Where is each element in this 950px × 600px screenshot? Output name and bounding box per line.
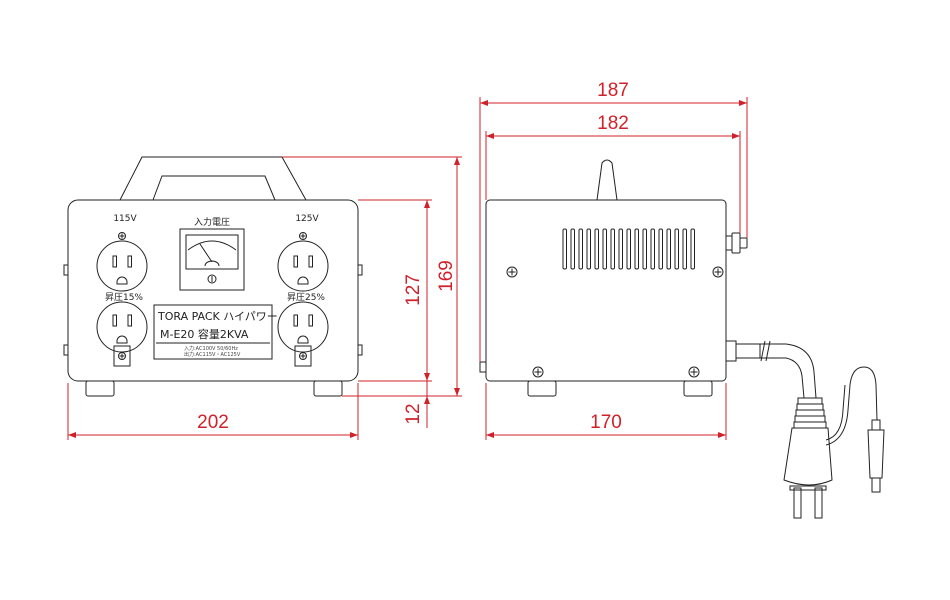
dimension-front-width: 202 [197,412,229,433]
nameplate: TORA PACK ハイパワー M-E20 容量2KVA 入力:AC100V 5… [153,304,278,360]
screw-icon [299,232,307,240]
outlet-icon [96,240,148,292]
dimension-side-total: 187 [597,80,629,101]
nameplate-line-4: 出力:AC115V・AC125V [184,351,241,358]
side-foot-left [527,380,557,397]
side-body [485,199,727,382]
screw-icon [532,366,544,378]
cord-bushing-icon [725,340,761,362]
side-tab-right-lower [357,344,363,356]
handle-side-icon [596,159,618,201]
side-tab-left [63,264,69,276]
screw-icon [712,266,724,278]
side-tab-right [357,264,363,276]
side-flange [479,361,486,373]
nameplate-line-1: TORA PACK ハイパワー [157,310,278,323]
dimension-total-height: 169 [436,260,457,292]
dimension-side-body: 182 [597,113,629,134]
dimension-foot-height: 12 [403,403,424,424]
side-foot-right [683,380,713,397]
screw-icon [118,232,126,240]
nameplate-line-2: M-E20 容量2KVA [160,327,249,341]
dimension-body-height: 127 [403,274,424,306]
ground-terminal-icon [113,345,131,367]
outlet-label-125v: 125V [295,214,319,224]
carry-handle [119,156,307,201]
screw-icon [688,366,700,378]
meter-label: 入力電圧 [194,216,230,228]
plug-icon [783,397,833,519]
front-foot-left [85,380,115,397]
ground-terminal-icon [294,345,312,367]
screw-icon [506,266,518,278]
dimension-side-base: 170 [590,412,622,433]
vent-grille [562,228,695,270]
nameplate-line-3: 入力:AC100V 50/60Hz [184,345,238,352]
outlet-label-boost-15: 昇圧15% [105,292,143,303]
cord-break-mark [760,340,771,362]
ground-clip-icon [867,419,885,493]
outlet-label-boost-25: 昇圧25% [287,292,325,303]
side-dimensions: 187 182 170 [479,80,748,440]
side-view [479,159,885,519]
ground-wire [825,366,878,446]
front-dimensions: 202 127 169 12 [67,156,462,440]
front-foot-right [313,380,343,397]
front-view: 115V 125V 昇圧15% 昇圧25% [63,156,363,397]
voltmeter-icon [179,228,245,291]
power-cord [760,343,817,399]
outlet-label-115v: 115V [113,214,137,224]
outlet-icon [277,240,329,292]
breaker-knob-icon [725,232,748,254]
side-tab-left-lower [63,344,69,356]
